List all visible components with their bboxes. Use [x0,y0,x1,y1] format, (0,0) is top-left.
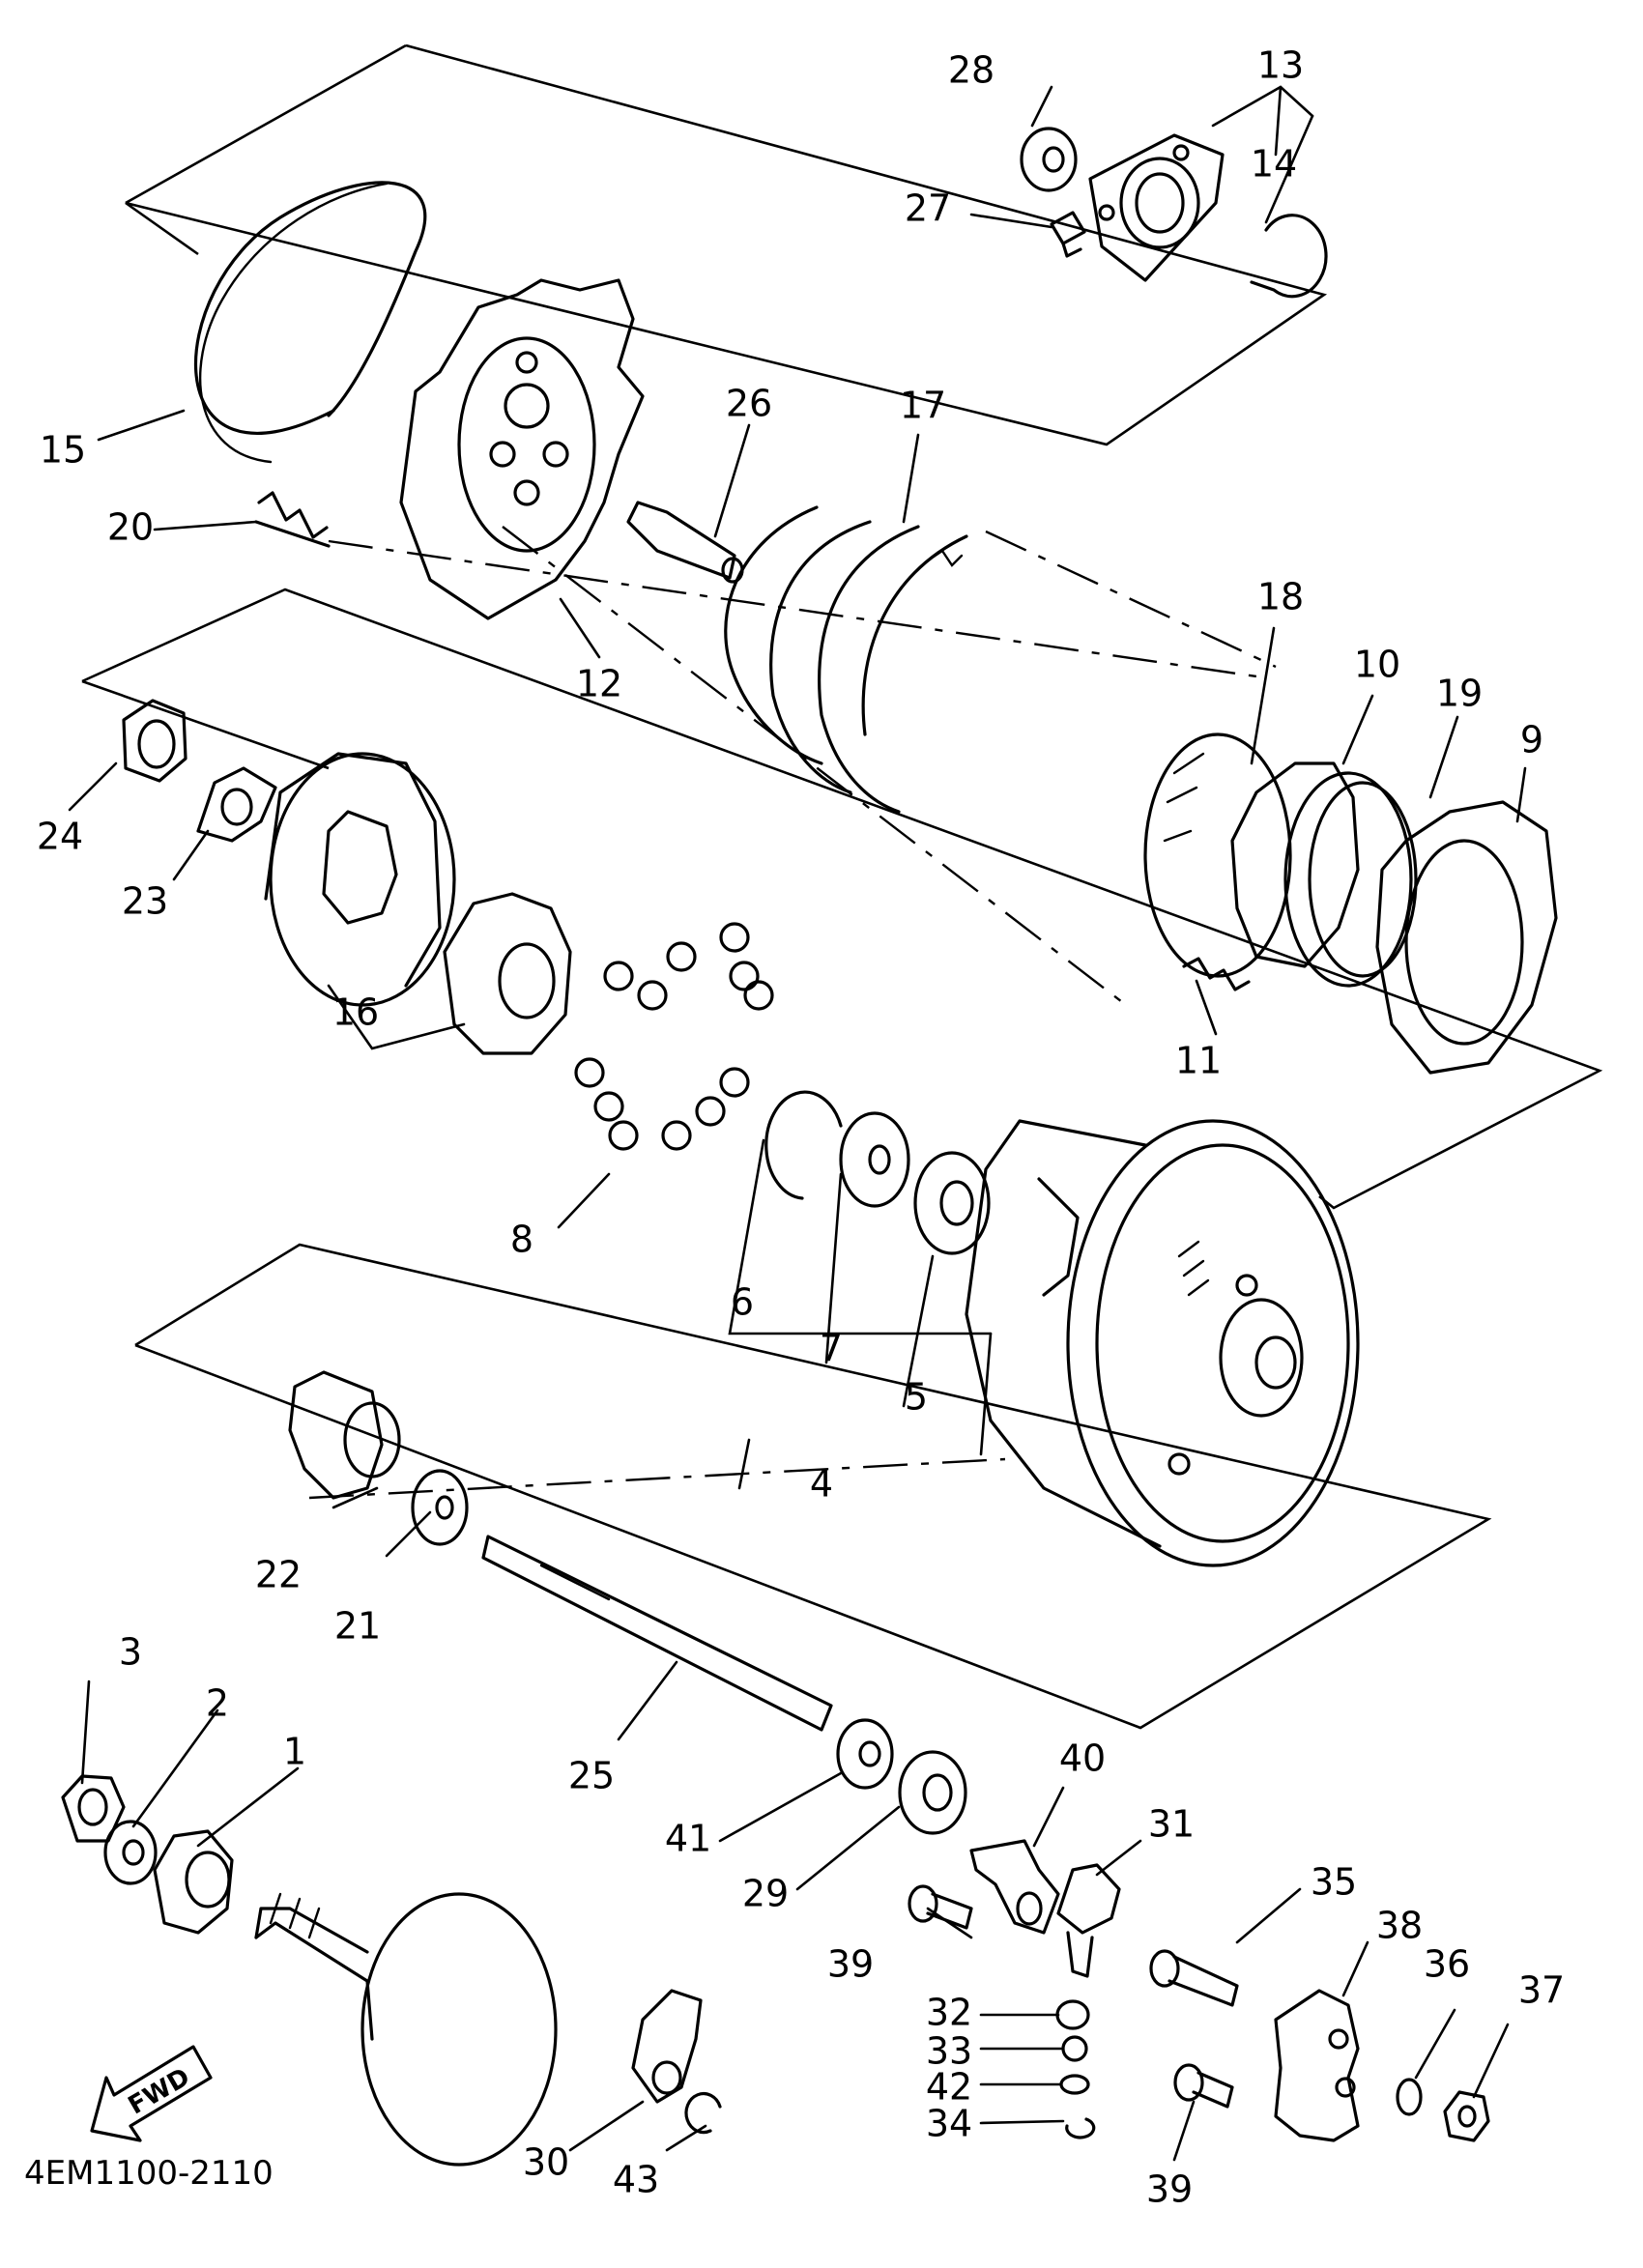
friction-plates-17 [724,505,968,814]
callout-19: 19 [1436,673,1483,715]
callout-35: 35 [1311,1861,1357,1904]
pressure-plate-12 [399,278,645,620]
diagram-code: 4EM1100-2110 [24,2154,274,2193]
callout-34: 34 [926,2103,972,2145]
fwd-label: FWD [124,2063,195,2121]
callout-43: 43 [613,2159,659,2201]
callout-25: 25 [568,1755,615,1797]
crank-disc [254,1892,558,2167]
callout-12: 12 [576,663,622,705]
clutch-plate-10 [1230,761,1360,968]
callout-32: 32 [926,1992,972,2034]
callout-13: 13 [1257,44,1304,87]
callout-10: 10 [1354,644,1400,686]
callout-17: 17 [900,385,946,427]
callout-20: 20 [107,506,154,549]
cushion-ring-19 [1283,771,1418,988]
nut-3 [61,1774,126,1843]
callout-9: 9 [1520,719,1543,761]
callout-4: 4 [810,1463,833,1506]
callout-28: 28 [948,49,994,92]
center-lines [308,526,1277,1500]
callout-1: 1 [283,1731,306,1773]
callout-31: 31 [1148,1803,1195,1846]
bearing-1 [153,1829,234,1935]
push-rod-26 [626,501,744,584]
callout-40: 40 [1059,1737,1106,1780]
gear-22 [288,1370,401,1500]
nut-37 [1443,2090,1490,2142]
oil-seal-5 [913,1151,991,1255]
callout-2: 2 [206,1682,229,1725]
callout-24: 24 [37,816,83,858]
callout-18: 18 [1257,576,1304,618]
callout-37: 37 [1518,1969,1565,2012]
callout-26: 26 [726,383,772,425]
callout-29: 29 [742,1873,789,1915]
bushing-32 [1055,1999,1090,2030]
washer-33 [1061,2035,1088,2062]
friction-plate-18 [1143,732,1292,978]
callout-39-lower: 39 [1146,2168,1193,2211]
callout-5: 5 [905,1376,928,1419]
balls-8 [574,922,774,1151]
bolt-35 [1149,1949,1239,2007]
cam-30 [631,1989,703,2104]
callout-3: 3 [119,1631,142,1674]
callout-36: 36 [1424,1943,1470,1986]
callout-16: 16 [332,991,379,1034]
callout-6: 6 [731,1281,754,1324]
wire-ring-15 [193,181,427,464]
clutch-plate-9 [1375,800,1558,1075]
circlip-14 [1250,214,1328,299]
lever-31 [1056,1863,1121,1978]
washer-2 [103,1820,158,1885]
callout-38: 38 [1376,1905,1423,1947]
callout-22: 22 [255,1554,302,1596]
washer-21 [411,1469,469,1546]
callout-8: 8 [510,1219,533,1261]
callout-27: 27 [905,187,951,230]
screw-27 [1050,211,1086,258]
callout-39-upper: 39 [827,1943,874,1986]
washer-7 [839,1111,910,1208]
one-way-clutch-16 [443,892,572,1055]
bolt-39b [1173,2063,1234,2109]
holder-38 [1274,1989,1360,2142]
callout-labels: 28 13 14 27 15 26 17 20 12 18 10 19 9 24… [37,44,1565,2211]
assembly-frames [81,43,1603,1730]
callout-7: 7 [820,1328,843,1370]
leader-lines [68,85,1527,2162]
shaft-25 [481,1535,833,1732]
plate-40 [969,1839,1060,1935]
circlip-6 [764,1090,843,1200]
spring-11 [1182,957,1251,991]
callout-11: 11 [1175,1040,1222,1082]
fwd-arrow-icon: FWD [90,2045,213,2142]
primary-driven-gear-16 [264,752,456,1007]
lock-washer-23 [196,766,277,843]
bolt-39a [908,1884,973,1930]
washer-29 [898,1750,967,1835]
clutch-housing-4 [965,1119,1360,1567]
callout-30: 30 [523,2141,569,2184]
callout-15: 15 [40,429,86,472]
callout-42: 42 [926,2066,972,2109]
washer-36 [1396,2078,1423,2116]
callout-14: 14 [1251,143,1297,186]
washer-42 [1059,2074,1090,2095]
nut-24 [122,699,187,783]
bearing-housing-13 [1088,133,1225,282]
clip-34 [1065,2117,1096,2139]
washer-41 [836,1718,894,1790]
spring-20 [254,491,331,548]
callout-33: 33 [926,2030,972,2073]
washer-28 [1020,127,1078,192]
callout-23: 23 [122,880,168,923]
callout-41: 41 [665,1818,711,1860]
callout-21: 21 [334,1605,381,1648]
